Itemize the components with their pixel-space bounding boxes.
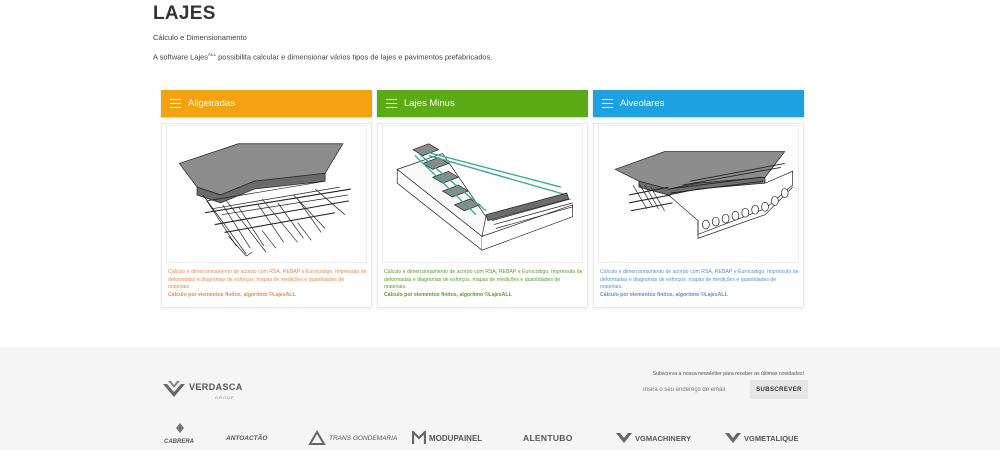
card-aligeiradas[interactable]: Aligeiradas Cálculo e dimensionamento de… [161,90,372,308]
vgmachinery-icon [616,433,632,443]
partner-logo[interactable]: ANTOACTÃO [226,434,268,442]
card-description: Cálculo e dimensionamento de acordo com … [168,269,367,299]
partner-logo[interactable]: VGMACHINERY [616,427,691,449]
card-title: Aligeiradas [188,98,235,109]
card-header-lajes-minus[interactable]: Lajes Minus [377,90,588,117]
card-highlight: Cálculo por elementos finitos, algoritmo… [168,291,296,298]
slab-illustration-alveolares [598,125,799,263]
card-body: Cálculo e dimensionamento de acordo com … [593,123,804,308]
footer: VERDASCA GROUP Subscreva a nossa newslet… [0,347,1000,450]
card-description-text: Cálculo e dimensionamento de acordo com … [384,269,583,291]
brand-sub: GROUP [215,395,235,400]
card-header-alveolares[interactable]: Alveolares [593,90,804,117]
partner-logos: CABRERA ANTOACTÃO TRANS GONDEMARIA MODUP… [160,423,820,449]
newsletter-text: Subscreva a nossa newsletter para recebe… [652,371,804,377]
card-header-aligeiradas[interactable]: Aligeiradas [161,90,372,117]
card-highlight: Cálculo por elementos finitos, algoritmo… [600,291,728,298]
card-lajes-minus[interactable]: Lajes Minus Cálculo [377,90,588,308]
brand-wordmark: VERDASCA GROUP [189,377,243,401]
card-title: Lajes Minus [404,98,455,109]
page-intro: A software LajesALL possibilita calcular… [153,52,492,62]
slab-illustration-aligeiradas [166,125,367,263]
card-description: Cálculo e dimensionamento de acordo com … [600,269,799,299]
page-subtitle: Cálculo e Dimensionamento [153,33,247,42]
cabrera-emblem-icon [176,423,184,433]
card-alveolares[interactable]: Alveolares [593,90,804,308]
slab-drawing [178,143,351,257]
intro-text-end: possibilita calcular e dimensionar vário… [216,52,493,62]
partner-logo[interactable]: CABRERA [164,423,194,449]
slab-drawing [396,143,574,251]
partner-logo[interactable]: VGMETALIQUE [725,427,798,449]
card-description-text: Cálculo e dimensionamento de acordo com … [168,269,367,291]
subscribe-button[interactable]: SUBSCREVER [750,380,808,399]
trans-gondemaria-icon [308,430,326,445]
slab-illustration-lajes-minus [382,125,583,263]
menu-icon [170,99,181,108]
card-title: Alveolares [620,98,665,109]
partner-logo[interactable]: MODUPAINEL [412,427,482,449]
intro-text-start: A software Lajes [153,52,209,62]
card-body: Cálculo e dimensionamento de acordo com … [377,123,588,308]
modupainel-icon [412,431,426,444]
vgmetalique-icon [725,433,741,443]
partner-logo[interactable]: TRANS GONDEMARIA [308,427,397,449]
brand-logo[interactable]: VERDASCA GROUP [162,377,243,400]
page-title: LAJES [153,3,216,24]
card-body: Cálculo e dimensionamento de acordo com … [161,123,372,308]
email-input[interactable] [637,381,747,398]
card-description: Cálculo e dimensionamento de acordo com … [384,269,583,299]
slab-drawing [614,151,793,239]
brand-name: VERDASCA [189,382,243,392]
menu-icon [386,99,397,108]
menu-icon [602,99,613,108]
card-highlight: Cálculo por elementos finitos, algoritmo… [384,291,512,298]
partner-logo[interactable]: ALENTUBO [523,433,573,443]
card-description-text: Cálculo e dimensionamento de acordo com … [600,269,799,291]
intro-superscript: ALL [208,52,217,57]
verdasca-logo-icon [163,380,185,397]
